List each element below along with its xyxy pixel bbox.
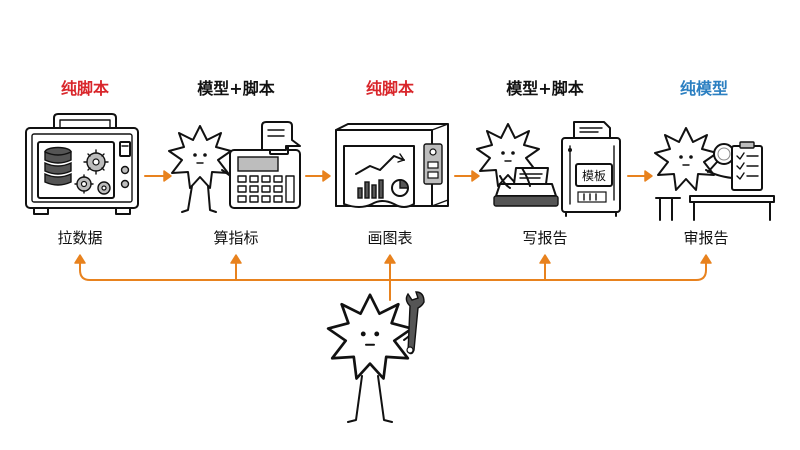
mode-label-step4: 模型+脚本 — [506, 79, 583, 98]
mode-label-step5: 纯模型 — [680, 79, 728, 98]
feedback-bus — [74, 254, 712, 301]
star-magnifier-checklist-icon — [654, 127, 775, 221]
arrow-up-icon — [700, 254, 712, 264]
star-typewriter-template-icon: 模板 — [476, 121, 621, 217]
arrow-up-icon — [74, 254, 86, 264]
arrow-up-icon — [384, 254, 396, 264]
chart-printer-icon — [335, 123, 449, 208]
database-gears-icon — [25, 113, 139, 215]
mode-label-step2: 模型+脚本 — [197, 79, 274, 98]
task-label-step2: 算指标 — [213, 229, 258, 247]
task-label-step3: 画图表 — [367, 229, 412, 247]
arrow-up-icon — [539, 254, 551, 264]
flow-arrows — [144, 170, 653, 182]
task-labels: 拉数据 算指标 画图表 写报告 审报告 — [57, 229, 728, 247]
mode-label-step1: 纯脚本 — [61, 79, 109, 98]
task-label-step5: 审报告 — [683, 229, 728, 247]
mode-label-step3: 纯脚本 — [366, 79, 414, 98]
task-label-step4: 写报告 — [522, 229, 567, 247]
arrow-icon — [627, 170, 653, 182]
arrow-up-icon — [230, 254, 242, 264]
arrow-icon — [454, 170, 480, 182]
star-wrench-icon — [326, 291, 425, 423]
star-calculator-icon — [168, 121, 301, 213]
task-label-step1: 拉数据 — [57, 229, 102, 247]
template-label: 模板 — [582, 169, 606, 183]
arrow-icon — [144, 170, 172, 182]
mode-labels: 纯脚本 模型+脚本 纯脚本 模型+脚本 纯模型 — [61, 79, 728, 98]
arrow-icon — [305, 170, 331, 182]
